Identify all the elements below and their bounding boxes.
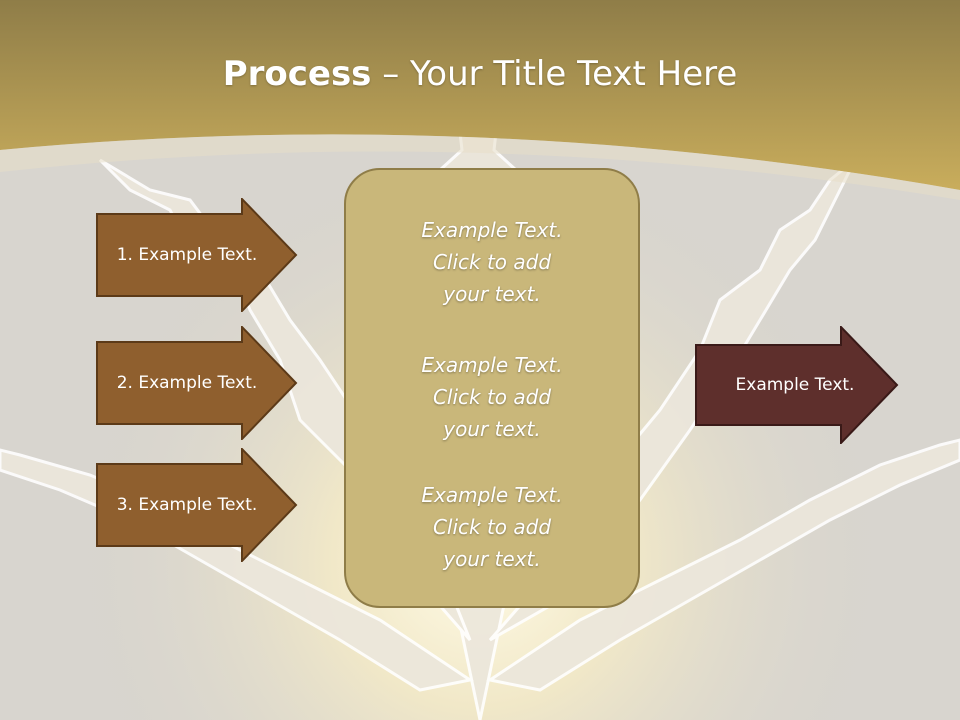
arrow-shape	[96, 198, 298, 312]
title-bold: Process	[222, 54, 372, 94]
paragraph-1-line-3: your text.	[443, 282, 541, 306]
step-arrow-3[interactable]: 3. Example Text.	[96, 448, 298, 562]
output-label: Example Text.	[735, 375, 855, 395]
step-arrow-2[interactable]: 2. Example Text.	[96, 326, 298, 440]
slide-title: Process – Your Title Text Here	[0, 54, 960, 94]
paragraph-2-line-3: your text.	[443, 417, 541, 441]
paragraph-2: Example Text. Click to add your text.	[346, 349, 638, 445]
paragraph-3-line-3: your text.	[443, 547, 541, 571]
arrow-shape	[96, 326, 298, 440]
arrow-shape	[96, 448, 298, 562]
step-arrow-1[interactable]: 1. Example Text.	[96, 198, 298, 312]
step-3-label: 3. Example Text.	[116, 495, 258, 515]
paragraph-3-line-2: Click to add	[432, 515, 552, 539]
paragraph-2-line-2: Click to add	[432, 385, 552, 409]
title-rest: – Your Title Text Here	[371, 54, 738, 94]
paragraph-1: Example Text. Click to add your text.	[346, 214, 638, 310]
step-2-label: 2. Example Text.	[116, 373, 258, 393]
paragraph-1-line-1: Example Text.	[421, 218, 563, 242]
paragraph-1-line-2: Click to add	[432, 250, 552, 274]
paragraph-3: Example Text. Click to add your text.	[346, 479, 638, 575]
output-arrow[interactable]: Example Text.	[695, 326, 899, 444]
step-1-label: 1. Example Text.	[116, 245, 258, 265]
paragraph-2-line-1: Example Text.	[421, 353, 563, 377]
arrow-shape	[695, 326, 899, 444]
paragraph-3-line-1: Example Text.	[421, 483, 563, 507]
center-text-box[interactable]: Example Text. Click to add your text. Ex…	[344, 168, 640, 608]
